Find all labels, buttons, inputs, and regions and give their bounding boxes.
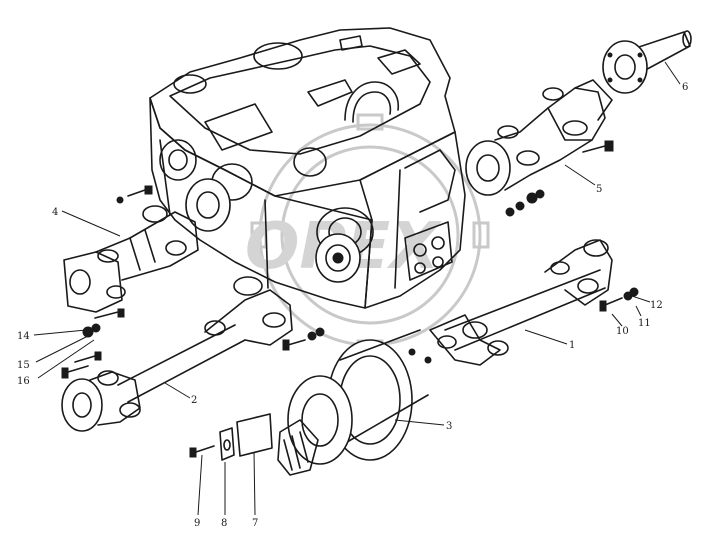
callout-16: 16	[17, 376, 30, 387]
callout-1: 1	[569, 340, 575, 351]
callout-6: 6	[682, 82, 688, 93]
part-6-flange-shaft	[602, 30, 692, 94]
part-1-propeller-shaft	[429, 239, 639, 366]
callout-8: 8	[221, 518, 227, 529]
callout-4: 4	[52, 207, 58, 218]
callout-12: 12	[650, 300, 663, 311]
callouts: 6 5 4 12 11 10 1 14 15 16 2 3 9 8 7	[17, 82, 688, 529]
parts-7-8-9-cover	[189, 413, 273, 461]
hardware-14-15-16	[74, 308, 125, 363]
gearbox-housing	[149, 27, 466, 309]
callout-11: 11	[638, 318, 651, 329]
part-2-propeller-shaft	[61, 276, 325, 432]
part-3-brake-assembly	[277, 329, 432, 476]
callout-14: 14	[17, 331, 30, 342]
part-5-cardan-joint	[465, 79, 614, 217]
callout-5: 5	[596, 184, 602, 195]
callout-15: 15	[17, 360, 30, 371]
callout-7: 7	[252, 518, 258, 529]
leader-lines	[33, 61, 681, 516]
callout-3: 3	[446, 421, 452, 432]
callout-9: 9	[194, 518, 200, 529]
callout-10: 10	[616, 326, 629, 337]
watermark: OPEX	[245, 113, 490, 357]
callout-2: 2	[191, 395, 197, 406]
part-4-cardan-joint	[63, 185, 199, 313]
